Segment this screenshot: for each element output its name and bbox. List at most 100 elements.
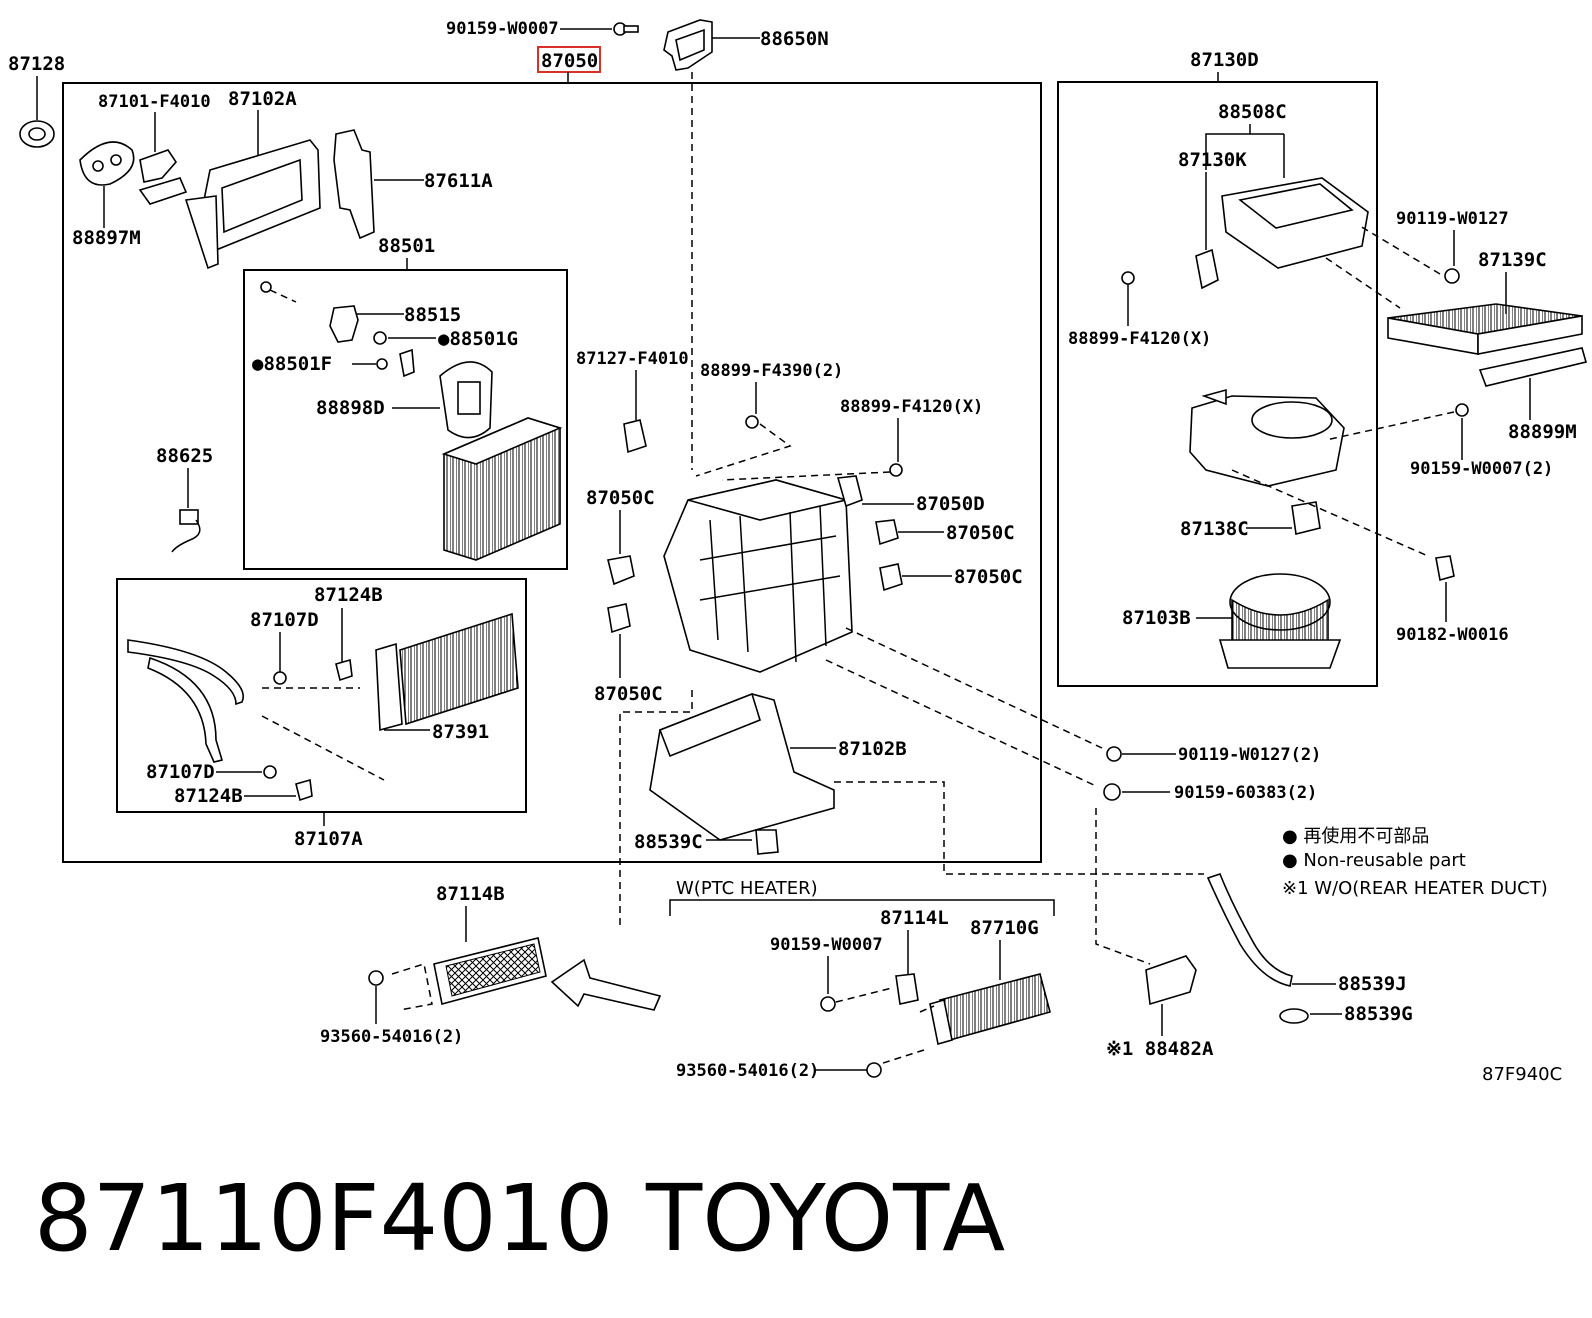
pad-88898D-icon	[439, 361, 493, 439]
actuator-87050C-3-icon	[879, 563, 903, 592]
clip-87124B-bottom-icon	[295, 778, 313, 802]
pipe-87107A-icon	[127, 639, 245, 763]
label-87107D-top[interactable]: 87107D	[250, 609, 319, 631]
o-ring-87107D-bottom-icon	[263, 765, 277, 779]
label-90119-W0127-2[interactable]: 90119-W0127(2)	[1178, 745, 1321, 765]
sensor-88625-icon	[171, 509, 201, 553]
footer-brand: TOYOTA	[645, 1165, 1005, 1272]
footer-part-number: 87110F4010	[34, 1165, 614, 1272]
label-88899-F4120-mid[interactable]: 88899-F4120(X)	[840, 397, 983, 417]
label-87050C-3[interactable]: 87050C	[954, 566, 1023, 588]
screw-90119-W0127-2-icon	[1106, 746, 1122, 762]
evaporator-core-icon	[441, 417, 563, 561]
clip-87127-icon	[623, 419, 647, 454]
drain-88539C-icon	[755, 829, 779, 855]
label-88539J[interactable]: 88539J	[1338, 973, 1407, 995]
label-88539G[interactable]: 88539G	[1344, 1003, 1413, 1025]
hvac-case-87050-icon	[663, 479, 853, 673]
label-88899M[interactable]: 88899M	[1508, 421, 1577, 443]
blower-fan-87103B-icon	[1218, 573, 1342, 669]
bolt-93560-ptc-icon	[866, 1062, 882, 1078]
label-87391[interactable]: 87391	[432, 721, 489, 743]
label-87127-F4010[interactable]: 87127-F4010	[576, 349, 689, 369]
label-88899-F4120-right[interactable]: 88899-F4120(X)	[1068, 329, 1211, 349]
label-87114L[interactable]: 87114L	[880, 907, 949, 929]
label-87130D[interactable]: 87130D	[1190, 49, 1259, 71]
label-88898D[interactable]: 88898D	[316, 397, 385, 419]
diagram-code: 87F940C	[1482, 1064, 1562, 1085]
label-90159-W0007-top[interactable]: 90159-W0007	[446, 19, 559, 39]
screw-90159-W0007-ptc-icon	[820, 996, 836, 1012]
label-87050-selected[interactable]: 87050	[541, 50, 598, 72]
label-90159-W0007-ptc[interactable]: 90159-W0007	[770, 935, 883, 955]
label-87107A[interactable]: 87107A	[294, 828, 363, 850]
label-87107D-bottom[interactable]: 87107D	[146, 761, 215, 783]
label-90159-W0007-right[interactable]: 90159-W0007(2)	[1410, 459, 1553, 479]
duct-87102B-icon	[649, 692, 835, 841]
label-88508C[interactable]: 88508C	[1218, 101, 1287, 123]
label-88539C[interactable]: 88539C	[634, 831, 703, 853]
duct-87101-icon	[138, 149, 188, 205]
label-87050C-1[interactable]: 87050C	[586, 487, 655, 509]
label-87138C[interactable]: 87138C	[1180, 518, 1249, 540]
label-90182-W0016[interactable]: 90182-W0016	[1396, 625, 1509, 645]
label-87103B[interactable]: 87103B	[1122, 607, 1191, 629]
label-87124B-top[interactable]: 87124B	[314, 584, 383, 606]
label-88650N[interactable]: 88650N	[760, 28, 829, 50]
label-87102A[interactable]: 87102A	[228, 88, 297, 110]
blower-case-upper-icon	[1195, 177, 1369, 290]
label-90119-W0127[interactable]: 90119-W0127	[1396, 209, 1509, 229]
label-87114B[interactable]: 87114B	[436, 883, 505, 905]
grommet-88539G-icon	[1279, 1008, 1309, 1024]
screw-top-icon	[613, 22, 639, 36]
label-88501F[interactable]: ●88501F	[252, 353, 332, 375]
label-87050D[interactable]: 87050D	[916, 493, 985, 515]
label-93560-54016-ptc[interactable]: 93560-54016(2)	[676, 1061, 819, 1081]
label-88625[interactable]: 88625	[156, 445, 213, 467]
grommet-87128-icon	[19, 120, 55, 148]
clip-icon	[399, 348, 415, 378]
heater-core-87107A-icon	[375, 612, 519, 732]
duct-87611A-icon	[333, 129, 375, 240]
selected-part-highlight	[537, 46, 601, 73]
label-90159-60383[interactable]: 90159-60383(2)	[1174, 783, 1317, 803]
o-ring-87107D-top-icon	[273, 671, 287, 685]
label-93560-54016-left[interactable]: 93560-54016(2)	[320, 1027, 463, 1047]
o-ring-88501G-icon	[373, 331, 387, 345]
label-87130K[interactable]: 87130K	[1178, 149, 1247, 171]
label-87139C[interactable]: 87139C	[1478, 249, 1547, 271]
label-87128[interactable]: 87128	[8, 53, 65, 75]
screw-90159-W0007-right-icon	[1455, 403, 1469, 417]
duct-grille-87114B-icon	[433, 937, 547, 1005]
label-88501[interactable]: 88501	[378, 235, 435, 257]
label-88515[interactable]: 88515	[404, 304, 461, 326]
label-87050C-4[interactable]: 87050C	[594, 683, 663, 705]
heater-core-subframe	[116, 578, 527, 813]
label-87611A[interactable]: 87611A	[424, 170, 493, 192]
actuator-87050C-2-icon	[875, 519, 899, 546]
cover-88899M-icon	[1478, 347, 1587, 387]
ptc-heater-bracket	[669, 899, 1055, 916]
label-87710G[interactable]: 87710G	[970, 917, 1039, 939]
label-87050C-2[interactable]: 87050C	[946, 522, 1015, 544]
screw-88899-F4120-mid-icon	[889, 463, 903, 477]
label-88899-F4390[interactable]: 88899-F4390(2)	[700, 361, 843, 381]
actuator-87050C-1-icon	[607, 555, 635, 586]
legend-en: ● Non-reusable part	[1282, 850, 1466, 871]
nut-90182-W0016-icon	[1435, 555, 1455, 582]
label-87101-F4010[interactable]: 87101-F4010	[98, 92, 211, 112]
screw-88899-F4390-icon	[745, 415, 759, 429]
sensor-88482A-icon	[1145, 955, 1197, 1006]
filter-87139C-icon	[1387, 303, 1583, 355]
direction-arrow-icon	[550, 958, 662, 1011]
actuator-87050D-icon	[836, 475, 863, 508]
label-88897M[interactable]: 88897M	[72, 227, 141, 249]
screw-90119-W0127-icon	[1444, 268, 1460, 284]
label-87102B[interactable]: 87102B	[838, 738, 907, 760]
label-87124B-bottom[interactable]: 87124B	[174, 785, 243, 807]
label-88482A[interactable]: ※1 88482A	[1106, 1038, 1214, 1060]
label-ptc-heater: W(PTC HEATER)	[676, 878, 818, 899]
label-88501G[interactable]: ●88501G	[438, 328, 518, 350]
clip-87124B-top-icon	[335, 658, 353, 682]
blower-case-lower-icon	[1189, 388, 1345, 487]
